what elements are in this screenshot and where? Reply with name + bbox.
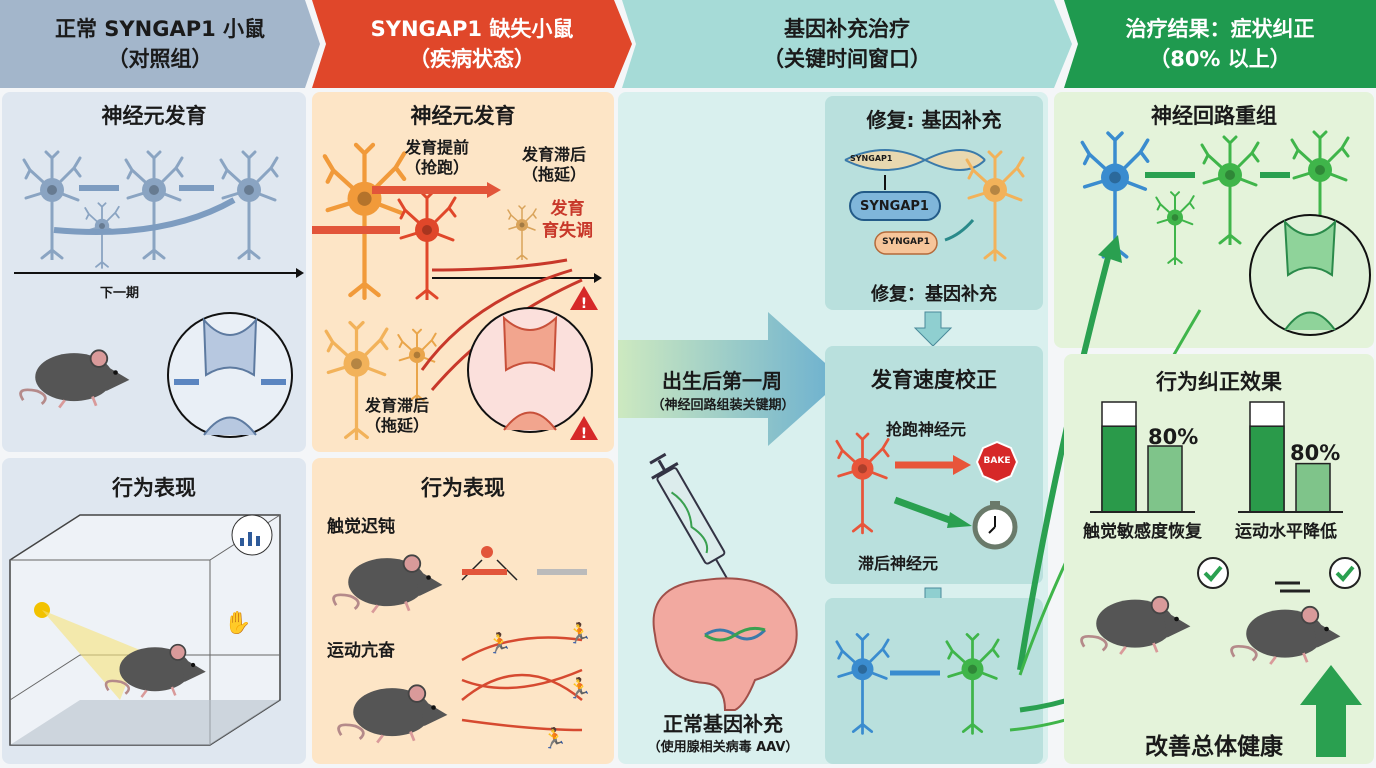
- gene-repair-illustration: [844, 149, 1025, 262]
- rewired-neurons-illustration: [835, 632, 1000, 735]
- dysregulation-label: 发育育失调: [542, 198, 593, 242]
- slow-neuron-label: 滞后神经元: [858, 554, 939, 573]
- early-label: 发育提前（抢跑）: [405, 138, 469, 178]
- late-label-sub: （拖延）: [522, 165, 587, 184]
- disease-dev-title: 神经元发育: [410, 104, 516, 128]
- header-title: 正常 SYNGAP1 小鼠: [54, 17, 266, 41]
- result-bar-charts: [1090, 401, 1343, 513]
- svg-text:!: !: [581, 296, 587, 312]
- speed-correction-illustration: [835, 432, 1019, 550]
- header-subtitle: （80% 以上）: [1149, 47, 1291, 71]
- protein-label: SYNGAP1: [882, 237, 930, 247]
- dysregulation-text-1: 发育: [550, 199, 585, 219]
- normal-neurons-illustration: [14, 150, 304, 438]
- svg-text:🏃: 🏃: [567, 676, 592, 700]
- header-title: SYNGAP1 缺失小鼠: [370, 17, 574, 41]
- late-label-text: 发育滞后: [522, 145, 587, 164]
- header-title: 治疗结果：症状纠正: [1125, 17, 1315, 41]
- header-subtitle: （对照组）: [107, 47, 213, 71]
- disease-behavior-title: 行为表现: [421, 476, 505, 500]
- late-label-top: 发育滞后（拖延）: [522, 145, 586, 185]
- chart2-value: 80%: [1290, 441, 1341, 465]
- injection-subtitle: （使用腺相关病毒 AAV）: [647, 740, 799, 755]
- header-title: 基因补充治疗: [784, 17, 910, 41]
- brake-sign-label: BAKE: [983, 456, 1011, 466]
- down-arrow-icon: [913, 311, 953, 347]
- behavior-box-illustration: ✋: [9, 514, 281, 746]
- header-subtitle: （关键时间窗口）: [763, 47, 931, 71]
- health-label: 改善总体健康: [1145, 734, 1283, 760]
- header-normal: 正常 SYNGAP1 小鼠 （对照组）: [0, 0, 320, 88]
- late-label-sub: （拖延）: [365, 416, 430, 435]
- touch-label: 触觉迟钝: [327, 517, 395, 537]
- normal-dev-title: 神经元发育: [101, 104, 207, 128]
- repair-caption: 修复：基因补充: [871, 284, 997, 305]
- gene-tag: SYNGAP1: [850, 154, 893, 163]
- header-therapy: 基因补充治疗 （关键时间窗口）: [622, 0, 1072, 88]
- motor-label: 运动亢奋: [327, 641, 395, 661]
- timeline-label: 下一期: [100, 286, 140, 301]
- bar-treated: [1295, 462, 1331, 513]
- svg-text:🏃: 🏃: [487, 631, 512, 655]
- svg-text:🏃: 🏃: [567, 621, 592, 645]
- recovered-mice-illustration: [1080, 557, 1361, 666]
- speed-title: 发育速度校正: [871, 368, 997, 392]
- up-arrow-icon: [1300, 665, 1362, 757]
- injection-illustration: [649, 452, 798, 711]
- injection-title: 正常基因补充: [663, 712, 783, 736]
- header-result: 治疗结果：症状纠正 （80% 以上）: [1064, 0, 1376, 88]
- fast-neuron-label: 抢跑神经元: [886, 420, 967, 439]
- header-subtitle: （疾病状态）: [409, 47, 535, 71]
- circuit-title: 神经回路重组: [1151, 104, 1277, 128]
- window-title: 出生后第一周: [662, 369, 782, 393]
- chart1-label: 触觉敏感度恢复: [1083, 522, 1202, 542]
- chart1-value: 80%: [1148, 425, 1199, 449]
- header-disease: SYNGAP1 缺失小鼠 （疾病状态）: [312, 0, 632, 88]
- normal-behavior-title: 行为表现: [112, 476, 196, 500]
- late-label-text: 发育滞后: [365, 396, 430, 415]
- bar-baseline: [1249, 425, 1285, 513]
- svg-text:🏃: 🏃: [542, 726, 567, 750]
- early-label-sub: （抢跑）: [405, 158, 470, 177]
- bar-treated: [1147, 445, 1183, 513]
- window-subtitle: （神经回路组装关键期）: [651, 398, 795, 413]
- gene-box-label: SYNGAP1: [860, 199, 929, 214]
- chart2-label: 运动水平降低: [1235, 522, 1337, 542]
- disease-neurons-illustration: ! !: [312, 130, 602, 442]
- early-label-text: 发育提前: [405, 138, 470, 157]
- disease-behavior-illustration: 🏃 🏃 🏃 🏃: [332, 546, 592, 750]
- svg-text:!: !: [581, 426, 587, 442]
- dysregulation-text-2: 育失调: [542, 221, 593, 241]
- behavior-result-title: 行为纠正效果: [1156, 370, 1282, 394]
- late-label-bottom: 发育滞后（拖延）: [365, 396, 429, 436]
- svg-text:✋: ✋: [224, 610, 251, 636]
- circuit-illustration: [1080, 130, 1371, 336]
- bar-baseline: [1101, 425, 1137, 513]
- repair-title: 修复: 基因补充: [866, 108, 1002, 132]
